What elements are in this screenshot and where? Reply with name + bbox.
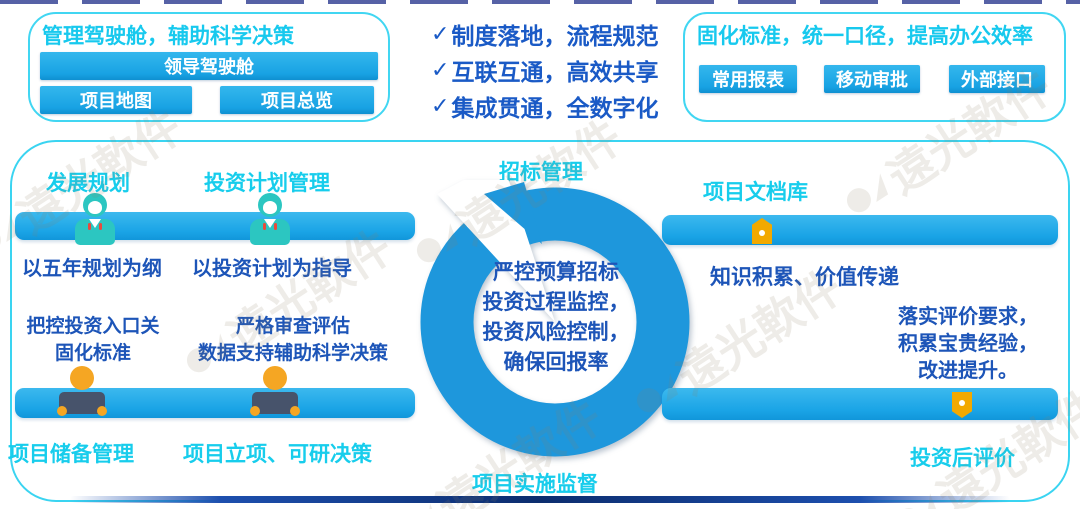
cycle-line: 投资过程监控， (482, 291, 630, 314)
bottom-right-stage-bar (662, 388, 1058, 420)
desc-line: 落实评价要求， (898, 306, 1038, 328)
project-overview-button[interactable]: 项目总览 (220, 86, 374, 114)
checklist-item-label: 集成贯通，全数字化 (451, 95, 659, 121)
desc-line: 数据支持辅助科学决策 (197, 343, 388, 364)
top-right-stage-bar (662, 215, 1058, 245)
stage-label-post-evaluation: 投资后评价 (910, 447, 1015, 470)
mobile-approval-button[interactable]: 移动审批 (824, 65, 920, 93)
stage-label-project-reserve: 项目储备管理 (8, 443, 134, 466)
stage-desc-project-approval: 严格审查评估 数据支持辅助科学决策 (178, 313, 408, 367)
planner-person-icon (247, 193, 293, 245)
cycle-line: 严控预算招标 (493, 261, 619, 284)
desc-line: 把控投资入口关 (26, 316, 160, 337)
stage-desc-post-evaluation: 落实评价要求， 积累宝贵经验， 改进提升。 (868, 304, 1068, 385)
checklist-item: ✓ 互联互通，高效共享 (431, 52, 671, 88)
stage-label-document-library: 项目文档库 (703, 181, 808, 204)
stage-label-project-approval: 项目立项、可研决策 (183, 443, 372, 466)
worker-laptop-icon (57, 366, 107, 420)
cycle-line: 投资风险控制， (482, 321, 630, 344)
stage-desc-document-library: 知识积累、价值传递 (710, 266, 899, 289)
stage-label-development-planning: 发展规划 (46, 172, 130, 195)
desc-line: 固化标准 (54, 343, 131, 364)
stage-label-implementation-supervision: 项目实施监督 (472, 473, 598, 496)
top-dashed-divider (0, 0, 1080, 4)
watermark-logo-triangle-icon (418, 503, 439, 509)
common-reports-button[interactable]: 常用报表 (699, 65, 797, 93)
leader-cockpit-button[interactable]: 领导驾驶舱 (40, 52, 378, 80)
planner-person-icon (72, 193, 118, 245)
standards-panel: 固化标准，统一口径，提高办公效率 常用报表 移动审批 外部接口 (683, 12, 1066, 122)
stage-desc-development-planning: 以五年规划为纲 (22, 258, 162, 280)
desc-line: 严格审查评估 (235, 316, 350, 337)
panel-title-standards: 固化标准，统一口径，提高办公效率 (697, 25, 1033, 48)
stage-label-bidding: 招标管理 (499, 161, 583, 184)
check-icon: ✓ (431, 21, 450, 46)
stage-desc-investment-plan: 以投资计划为指导 (192, 258, 352, 280)
cycle-arrow-ring (420, 180, 690, 457)
check-icon: ✓ (431, 57, 450, 82)
benefits-checklist: ✓ 制度落地，流程规范 ✓ 互联互通，高效共享 ✓ 集成贯通，全数字化 (431, 16, 671, 124)
watermark-logo-circle-icon (892, 503, 926, 509)
milestone-pin-down-icon (952, 392, 972, 418)
management-cockpit-panel: 管理驾驶舱，辅助科学决策 领导驾驶舱 项目地图 项目总览 (28, 12, 390, 122)
panel-title-management-cockpit: 管理驾驶舱，辅助科学决策 (42, 25, 294, 48)
checklist-item-label: 互联互通，高效共享 (451, 59, 659, 85)
project-map-button[interactable]: 项目地图 (40, 86, 192, 114)
watermark-logo-circle-icon (0, 223, 6, 257)
stage-desc-project-reserve: 把控投资入口关 固化标准 (12, 313, 174, 367)
bottom-accent-line (70, 496, 1010, 503)
worker-laptop-icon (250, 366, 300, 420)
stage-label-investment-plan: 投资计划管理 (204, 172, 330, 195)
cycle-center-text: 严控预算招标 投资过程监控， 投资风险控制， 确保回报率 (450, 258, 662, 378)
desc-line: 改进提升。 (918, 360, 1018, 382)
cycle-line: 确保回报率 (503, 351, 609, 374)
desc-line: 积累宝贵经验， (898, 333, 1038, 355)
checklist-item: ✓ 制度落地，流程规范 (431, 16, 671, 52)
checklist-item: ✓ 集成贯通，全数字化 (431, 88, 671, 124)
check-icon: ✓ (431, 93, 450, 118)
external-interface-button[interactable]: 外部接口 (949, 65, 1045, 93)
checklist-item-label: 制度落地，流程规范 (451, 23, 659, 49)
milestone-pin-up-icon (752, 218, 772, 244)
